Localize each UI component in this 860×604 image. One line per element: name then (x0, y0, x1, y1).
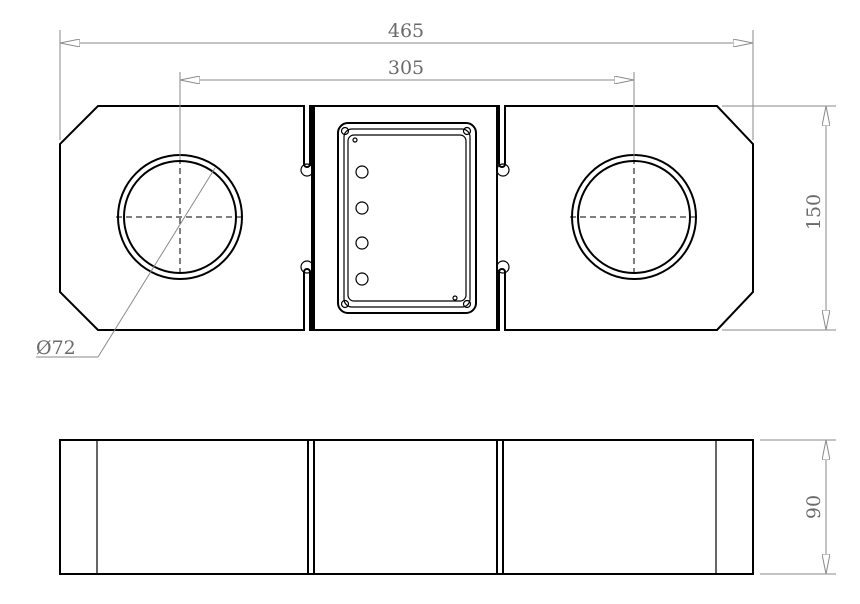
display-housing-inner (343, 128, 471, 308)
hole-diameter-label: Ø72 (36, 337, 76, 359)
indicator-led-2 (355, 201, 369, 215)
corner-screw-tl (340, 126, 350, 136)
dimension-overall-width: 465 (59, 20, 754, 140)
dimension-hole-diameter: Ø72 (36, 167, 216, 359)
display-panel (347, 134, 467, 302)
indicator-led-4 (355, 272, 369, 286)
side-view (59, 439, 754, 575)
indicator-led-1 (355, 165, 369, 179)
hole-spacing-label: 305 (388, 57, 424, 79)
dimension-hole-spacing: 305 (179, 57, 635, 160)
height-label: 150 (803, 194, 825, 230)
thickness-label: 90 (803, 495, 825, 519)
left-block-outline (59, 105, 313, 331)
corner-screw-br (462, 299, 472, 309)
overall-width-label: 465 (388, 20, 424, 42)
right-slot-lower (496, 260, 510, 274)
dimension-height: 150 (722, 105, 836, 331)
indicator-led-3 (355, 236, 369, 250)
corner-screw-bl (340, 299, 350, 309)
dimension-thickness: 90 (760, 439, 836, 575)
right-block-outline (496, 105, 754, 331)
inner-screw-br (452, 295, 458, 301)
right-slot-upper (496, 163, 510, 177)
display-housing-outer (337, 122, 477, 314)
corner-screw-tr (462, 126, 472, 136)
side-view-outline (59, 439, 754, 575)
inner-screw-tl (352, 137, 358, 143)
top-view (59, 105, 754, 331)
